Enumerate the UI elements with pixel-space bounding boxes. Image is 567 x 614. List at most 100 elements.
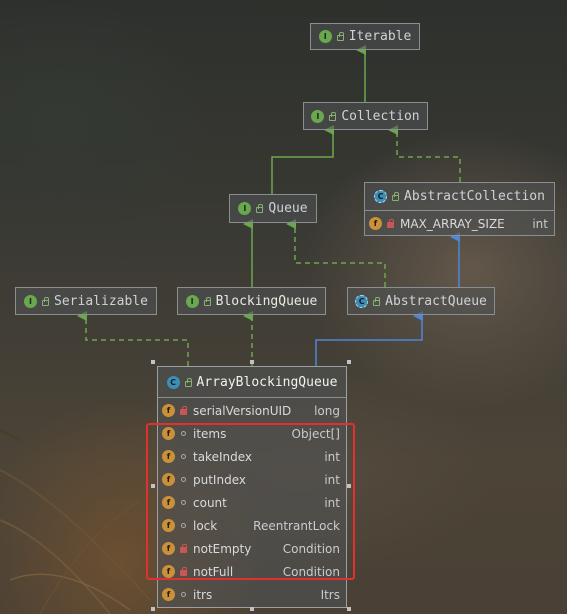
field-row[interactable]: f items Object[] <box>158 422 346 445</box>
node-abstract-collection[interactable]: C AbstractCollection f MAX_ARRAY_SIZE in… <box>364 182 555 236</box>
field-row[interactable]: f serialVersionUID long <box>158 399 346 422</box>
resize-handle-bottom-left[interactable] <box>151 607 155 611</box>
field-name: itrs <box>193 587 213 602</box>
abstract-class-icon: C <box>374 190 388 203</box>
class-icon: C <box>166 375 180 389</box>
node-blocking-queue[interactable]: I BlockingQueue <box>177 287 326 315</box>
field-icon: f <box>162 450 175 463</box>
field-type: Condition <box>282 564 340 579</box>
divider <box>158 397 346 398</box>
public-lock-icon <box>336 32 344 41</box>
field-row[interactable]: f notFull Condition <box>158 560 346 583</box>
package-private-icon <box>180 477 186 482</box>
field-name: MAX_ARRAY_SIZE <box>400 216 505 231</box>
public-lock-icon <box>373 296 381 306</box>
field-name: notEmpty <box>193 541 252 556</box>
divider <box>365 210 554 211</box>
private-lock-icon <box>179 567 187 576</box>
field-row[interactable]: f itrs Itrs <box>158 583 346 606</box>
field-name: count <box>193 495 227 510</box>
node-label: AbstractQueue <box>385 293 487 309</box>
field-icon: f <box>162 542 175 555</box>
field-icon: f <box>162 588 175 601</box>
node-label: AbstractCollection <box>404 189 545 204</box>
node-collection[interactable]: I Collection <box>303 102 428 130</box>
interface-icon: I <box>24 294 38 308</box>
field-type: int <box>324 472 340 487</box>
field-row[interactable]: f takeIndex int <box>158 445 346 468</box>
field-row[interactable]: f MAX_ARRAY_SIZE int <box>365 212 554 235</box>
node-queue[interactable]: I Queue <box>229 194 317 223</box>
private-lock-icon <box>386 219 394 228</box>
resize-handle-bottom[interactable] <box>250 607 254 611</box>
edge-abq-abstractqueue <box>315 311 423 366</box>
public-lock-icon <box>42 296 50 306</box>
node-label: Iterable <box>348 29 412 44</box>
edge-abstractcollection-collection <box>388 125 461 182</box>
package-private-icon <box>180 454 186 459</box>
field-name: notFull <box>193 564 234 579</box>
field-name: takeIndex <box>193 449 252 464</box>
public-lock-icon <box>203 296 211 306</box>
private-lock-icon <box>179 406 187 415</box>
node-label: BlockingQueue <box>215 293 318 309</box>
private-lock-icon <box>179 544 187 553</box>
node-label: Serializable <box>54 293 148 309</box>
public-lock-icon <box>184 377 192 387</box>
public-lock-icon <box>256 204 264 213</box>
field-icon: f <box>162 404 175 417</box>
field-name: items <box>193 426 227 441</box>
package-private-icon <box>180 592 186 597</box>
field-icon: f <box>162 519 175 532</box>
resize-handle-right[interactable] <box>347 484 351 488</box>
resize-handle-top[interactable] <box>250 360 254 364</box>
interface-icon: I <box>318 30 332 43</box>
public-lock-icon <box>329 111 337 121</box>
field-name: serialVersionUID <box>193 403 292 418</box>
field-name: lock <box>193 518 218 533</box>
field-type: int <box>324 449 340 464</box>
field-icon: f <box>162 496 175 509</box>
field-type: Condition <box>282 541 340 556</box>
edge-queue-collection <box>271 125 334 194</box>
field-icon: f <box>162 427 175 440</box>
node-label: ArrayBlockingQueue <box>196 374 338 390</box>
field-icon: f <box>162 473 175 486</box>
field-type: int <box>324 495 340 510</box>
field-icon: f <box>369 217 382 230</box>
field-row[interactable]: f notEmpty Condition <box>158 537 346 560</box>
field-type: ReentrantLock <box>253 518 340 533</box>
field-row[interactable]: f lock ReentrantLock <box>158 514 346 537</box>
field-type: long <box>314 403 340 418</box>
field-type: Itrs <box>320 587 340 602</box>
field-row[interactable]: f putIndex int <box>158 468 346 491</box>
node-abstract-queue[interactable]: C AbstractQueue <box>347 287 495 315</box>
highlight-box <box>146 423 355 580</box>
public-lock-icon <box>392 192 400 201</box>
package-private-icon <box>180 431 186 436</box>
node-iterable[interactable]: I Iterable <box>310 23 420 50</box>
field-icon: f <box>162 565 175 578</box>
node-array-blocking-queue[interactable]: C ArrayBlockingQueue f serialVersionUID … <box>157 366 347 608</box>
abstract-class-icon: C <box>355 294 369 308</box>
field-type: int <box>532 216 548 231</box>
edge-abq-serializable <box>77 311 189 366</box>
package-private-icon <box>180 500 186 505</box>
interface-icon: I <box>185 294 199 308</box>
resize-handle-bottom-right[interactable] <box>347 607 351 611</box>
field-name: putIndex <box>193 472 246 487</box>
node-label: Collection <box>341 108 420 124</box>
interface-icon: I <box>311 109 325 123</box>
interface-icon: I <box>238 202 252 215</box>
node-serializable[interactable]: I Serializable <box>15 287 157 315</box>
node-label: Queue <box>268 201 308 216</box>
field-row[interactable]: f count int <box>158 491 346 514</box>
package-private-icon <box>180 523 186 528</box>
resize-handle-left[interactable] <box>151 484 155 488</box>
resize-handle-top-right[interactable] <box>347 360 351 364</box>
field-type: Object[] <box>291 426 340 441</box>
edge-abstractqueue-queue <box>286 219 386 287</box>
resize-handle-top-left[interactable] <box>151 360 155 364</box>
